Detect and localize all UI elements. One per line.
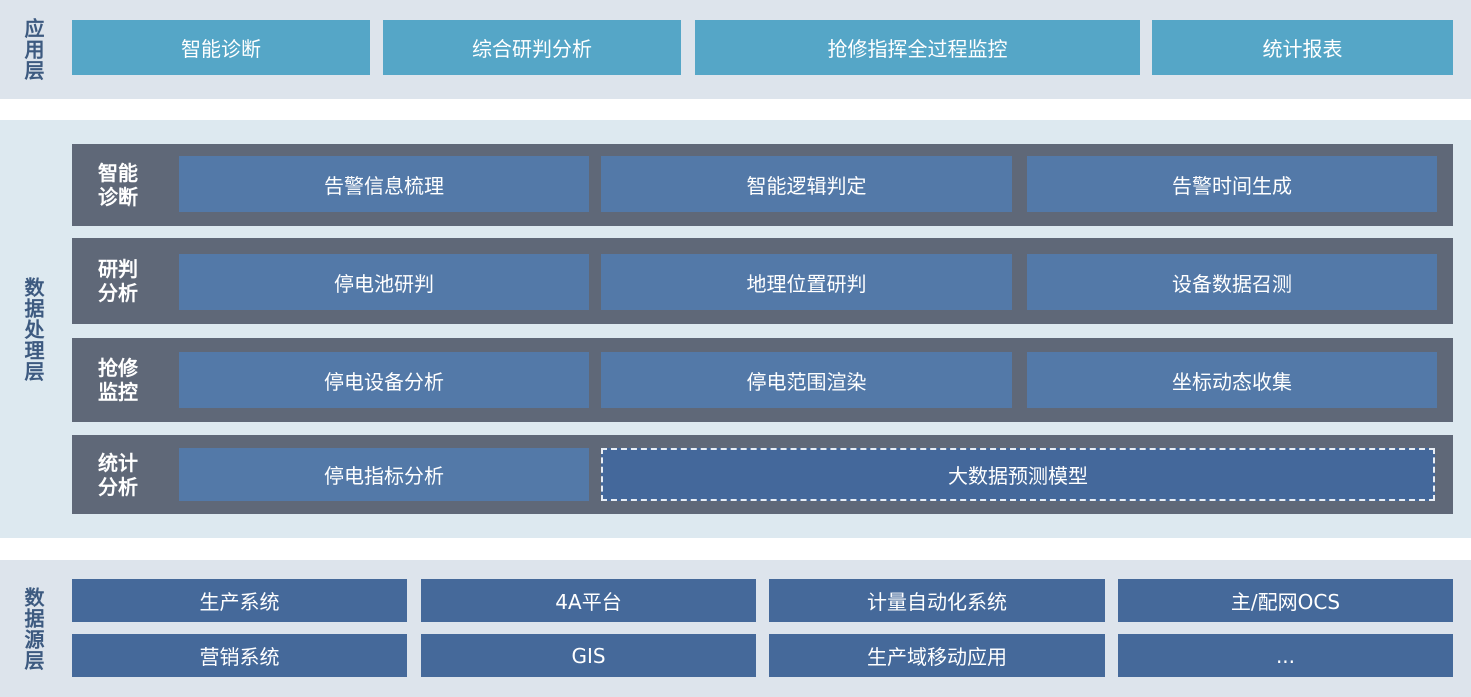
processing-row-label: 智能诊断	[98, 161, 138, 209]
processing-item: 停电池研判	[179, 254, 589, 310]
processing-row-diagnosis: 智能诊断 告警信息梳理 智能逻辑判定 告警时间生成	[72, 144, 1453, 226]
source-layer-band: 数据源层 生产系统 4A平台 计量自动化系统 主/配网OCS 营销系统 GIS …	[0, 560, 1471, 697]
source-item: 4A平台	[421, 579, 756, 622]
processing-layer-label: 数据处理层	[21, 276, 45, 382]
processing-item: 停电设备分析	[179, 352, 589, 408]
processing-row-label: 研判分析	[98, 257, 138, 305]
application-layer-label: 应用层	[21, 18, 45, 81]
source-item: 生产域移动应用	[769, 634, 1105, 677]
source-item: 主/配网OCS	[1118, 579, 1453, 622]
source-item: GIS	[421, 634, 756, 677]
processing-row-label: 统计分析	[98, 450, 138, 499]
processing-item: 智能逻辑判定	[601, 156, 1012, 212]
source-item: 生产系统	[72, 579, 407, 622]
processing-item: 告警信息梳理	[179, 156, 589, 212]
app-item-repair-monitoring: 抢修指挥全过程监控	[695, 20, 1140, 75]
big-data-prediction-model: 大数据预测模型	[601, 448, 1435, 501]
processing-row-repair: 抢修监控 停电设备分析 停电范围渲染 坐标动态收集	[72, 338, 1453, 422]
processing-item: 告警时间生成	[1027, 156, 1437, 212]
source-item: 计量自动化系统	[769, 579, 1105, 622]
processing-item: 设备数据召测	[1027, 254, 1437, 310]
processing-item: 地理位置研判	[601, 254, 1012, 310]
processing-layer-band: 数据处理层 智能诊断 告警信息梳理 智能逻辑判定 告警时间生成 研判分析 停电池…	[0, 120, 1471, 538]
source-item: 营销系统	[72, 634, 407, 677]
source-item: ...	[1118, 634, 1453, 677]
application-layer-band: 应用层 智能诊断 综合研判分析 抢修指挥全过程监控 统计报表	[0, 0, 1471, 99]
processing-item: 停电指标分析	[179, 448, 589, 501]
app-item-statistics-report: 统计报表	[1152, 20, 1453, 75]
processing-row-label: 抢修监控	[98, 356, 138, 404]
processing-row-analysis: 研判分析 停电池研判 地理位置研判 设备数据召测	[72, 238, 1453, 324]
processing-row-statistics: 统计分析 停电指标分析 大数据预测模型	[72, 435, 1453, 514]
app-item-comprehensive-analysis: 综合研判分析	[383, 20, 681, 75]
app-item-smart-diagnosis: 智能诊断	[72, 20, 370, 75]
processing-item: 坐标动态收集	[1027, 352, 1437, 408]
processing-item: 停电范围渲染	[601, 352, 1012, 408]
source-layer-label: 数据源层	[21, 586, 45, 671]
